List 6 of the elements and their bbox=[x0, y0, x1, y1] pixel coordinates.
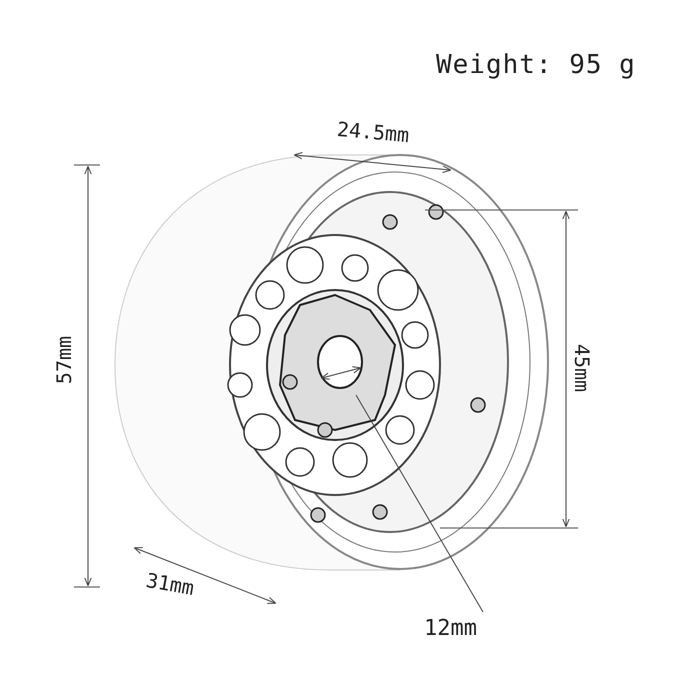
dimension-label: 24.5mm bbox=[336, 116, 410, 148]
dimension-label: 31mm bbox=[144, 568, 196, 600]
dimension-label: 57mm bbox=[52, 336, 76, 384]
dimension-label: 45mm bbox=[570, 344, 594, 392]
dimension-label: 12mm bbox=[424, 616, 477, 641]
dimension-label: Weight: 95 g bbox=[436, 50, 636, 80]
